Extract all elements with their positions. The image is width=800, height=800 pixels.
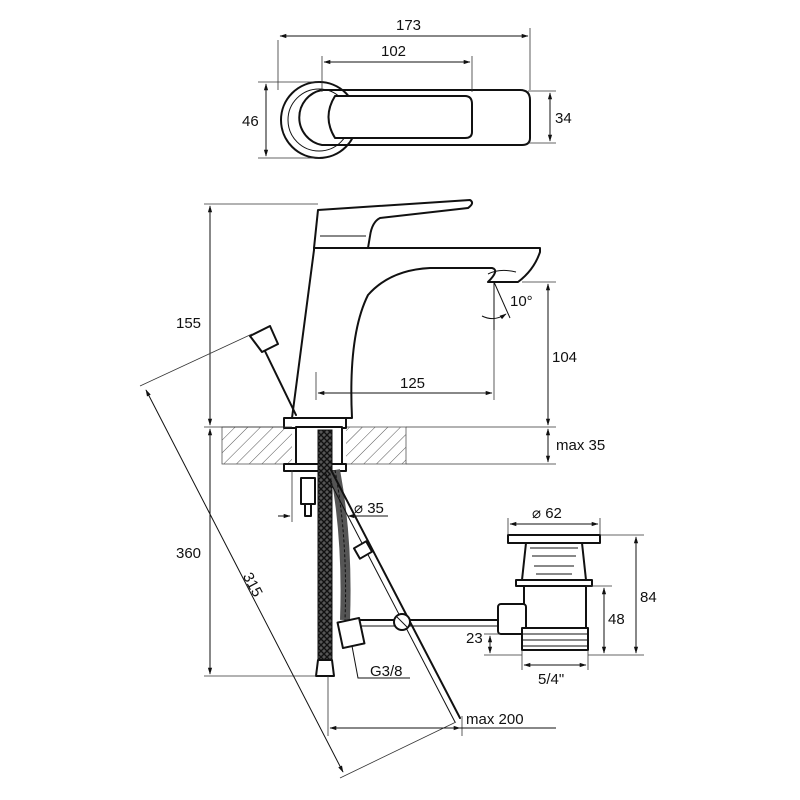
dimension-125: 125 [315, 282, 495, 400]
dim-text-315: 315 [239, 570, 266, 600]
popup-rod [249, 325, 521, 723]
dimension-max-35: max 35 [406, 426, 605, 465]
dimension-23: 23 [466, 630, 522, 656]
dim-text-10-deg: 10° [510, 293, 533, 310]
dimension-48: 48 [586, 585, 625, 654]
dim-text-hole-35: ⌀ 35 [354, 500, 384, 517]
dimension-102: 102 [321, 43, 473, 92]
dim-text-thread-5-4: 5/4" [538, 671, 564, 688]
dim-text-173: 173 [396, 17, 421, 34]
dimension-hole-35: ⌀ 35 [278, 470, 388, 522]
dim-text-drain-62: ⌀ 62 [532, 505, 562, 522]
dim-text-34: 34 [555, 110, 572, 127]
dim-text-102: 102 [381, 43, 406, 60]
dim-text-155: 155 [176, 315, 201, 332]
dim-text-125: 125 [400, 375, 425, 392]
dimension-84: 84 [588, 534, 657, 656]
drain-assembly [497, 534, 601, 651]
dimension-104: 104 [522, 281, 577, 426]
dimension-drain-62: ⌀ 62 [507, 505, 601, 535]
label-g3-8: G3/8 [351, 645, 410, 680]
dim-text-23: 23 [466, 630, 483, 647]
top-view: 173 102 46 34 [242, 17, 572, 159]
dimension-173: 173 [277, 17, 531, 90]
dim-text-360: 360 [176, 545, 201, 562]
dimension-angle-10: 10° [481, 281, 533, 330]
dim-text-max-200: max 200 [466, 711, 524, 728]
dimension-34: 34 [528, 90, 572, 144]
dimension-max-200: max 200 [327, 676, 556, 736]
dim-text-104: 104 [552, 349, 577, 366]
dimension-155: 155 [176, 203, 318, 428]
dimension-46: 46 [242, 81, 320, 159]
dim-text-46: 46 [242, 113, 259, 130]
dim-text-48: 48 [608, 611, 625, 628]
top-view-faucet [280, 81, 531, 159]
dim-text-g3-8: G3/8 [370, 663, 403, 680]
dim-text-max-35: max 35 [556, 437, 605, 454]
dimension-thread-5-4: 5/4" [521, 650, 589, 688]
dim-text-84: 84 [640, 589, 657, 606]
side-view: 155 360 315 125 10° [139, 199, 657, 779]
